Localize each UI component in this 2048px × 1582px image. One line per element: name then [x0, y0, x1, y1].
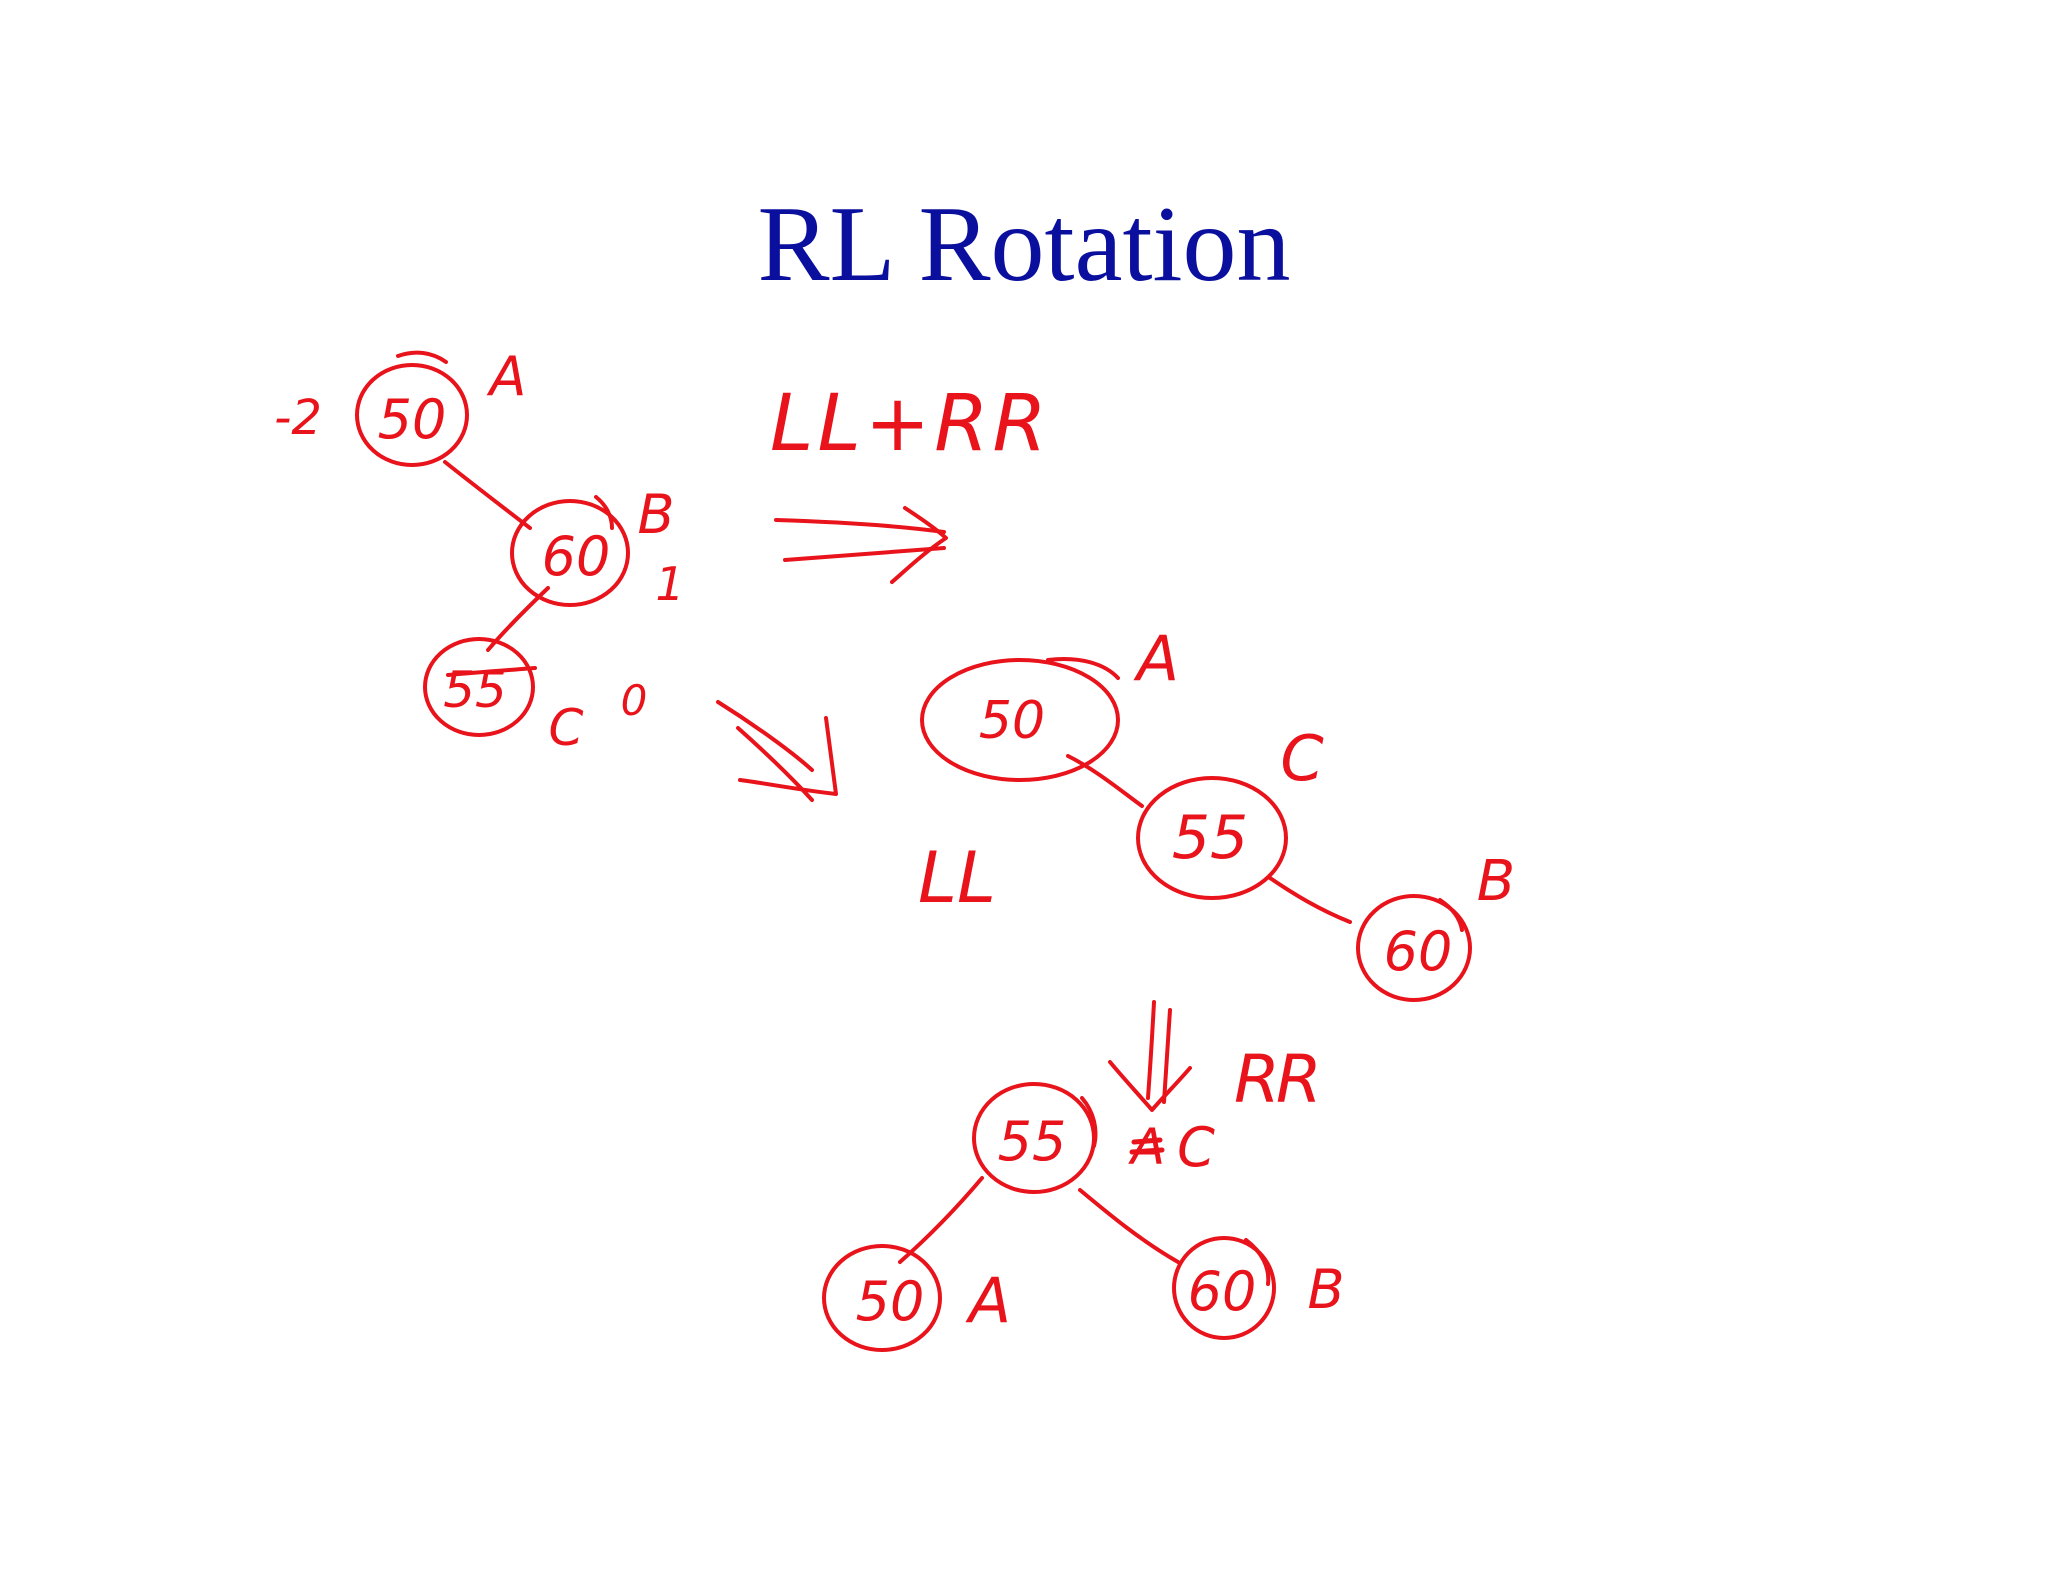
arrow-shaft-top	[716, 700, 814, 772]
node-label-c: C	[1280, 722, 1324, 795]
edge-55-50	[898, 1176, 984, 1264]
node-value: 50	[856, 1270, 925, 1333]
step-label-ll: LL	[918, 837, 996, 919]
node-value: 60	[542, 525, 611, 588]
node-label-c: C	[549, 699, 584, 757]
node-circle-overstroke	[594, 495, 614, 530]
node-value: 50	[979, 691, 1045, 751]
node-value: 60	[1384, 920, 1453, 983]
edge-55-60	[1078, 1188, 1180, 1264]
tree-node-55: 55	[1136, 776, 1288, 900]
after-rr-tree: 55 A C 50 A 60 B	[822, 1082, 1345, 1352]
double-arrow-right	[774, 506, 948, 584]
arrow-shaft-bottom	[736, 726, 814, 802]
tree-node-55: 55	[423, 637, 537, 737]
edge-60-55	[486, 586, 550, 652]
node-circle	[920, 658, 1120, 782]
double-arrow-down	[1108, 1000, 1192, 1112]
node-circle	[822, 1244, 942, 1352]
node-circle	[355, 363, 469, 467]
edge-55-60	[1268, 876, 1352, 924]
node-circle	[510, 499, 630, 607]
arrow-head	[738, 716, 838, 796]
balance-factor-b: 1	[655, 557, 684, 611]
node-circle-overstroke	[396, 350, 448, 364]
strikeout-scribble	[1129, 1137, 1165, 1155]
arrow-head	[890, 506, 948, 584]
node-label-a: A	[965, 1264, 1011, 1337]
balance-factor-c: 0	[621, 676, 648, 725]
arrow-shaft-bottom	[783, 546, 946, 562]
tree-node-60: 60	[1356, 894, 1472, 1002]
step-label-rr: RR	[1234, 1041, 1318, 1118]
tree-node-55: 55	[972, 1082, 1098, 1194]
node-label-b: B	[1307, 1258, 1344, 1321]
tree-node-50: 50	[355, 350, 469, 467]
original-tree: 50 A -2 60 B 1 55 C 0	[274, 345, 685, 757]
arrow-head	[1108, 1060, 1192, 1112]
node-circle	[1136, 776, 1288, 900]
node-circle-overstroke	[1438, 898, 1464, 932]
node-circle-overstroke	[1046, 657, 1120, 680]
operation-label: LL+RR	[770, 379, 1051, 469]
node-circle	[423, 637, 535, 737]
tree-node-60: 60	[510, 495, 630, 607]
node-circle-overstroke	[1080, 1096, 1098, 1148]
arrow-shaft-top	[774, 518, 946, 534]
edge-50-55	[1066, 754, 1144, 808]
tree-node-50: 50	[920, 657, 1120, 782]
tree-node-60: 60	[1172, 1236, 1276, 1340]
node-circle	[1356, 894, 1472, 1002]
node-label-a: A	[487, 345, 527, 408]
balance-factor-a: -2	[274, 390, 322, 446]
node-label-c: C	[1177, 1116, 1215, 1179]
node-label-b: B	[637, 483, 674, 546]
slide-title: RL Rotation	[757, 185, 1291, 304]
struck-label-text: A	[1128, 1118, 1165, 1176]
struck-label: A	[1128, 1118, 1165, 1176]
node-value: 55	[1172, 803, 1248, 873]
value-overstroke	[446, 666, 537, 677]
double-arrow-diagonal	[716, 700, 838, 802]
after-ll-tree: LL 50 A 55 C	[918, 622, 1515, 1002]
node-label-b: B	[1477, 849, 1515, 914]
node-value: 60	[1188, 1260, 1257, 1323]
node-label-a: A	[1133, 622, 1179, 695]
node-value: 55	[998, 1110, 1067, 1173]
tree-node-50: 50	[822, 1244, 942, 1352]
edge-50-60	[443, 460, 532, 530]
node-value: 50	[378, 388, 447, 451]
node-circle	[1172, 1236, 1276, 1340]
node-circle-overstroke	[1244, 1238, 1271, 1286]
arrow-shaft-left	[1146, 1000, 1156, 1100]
